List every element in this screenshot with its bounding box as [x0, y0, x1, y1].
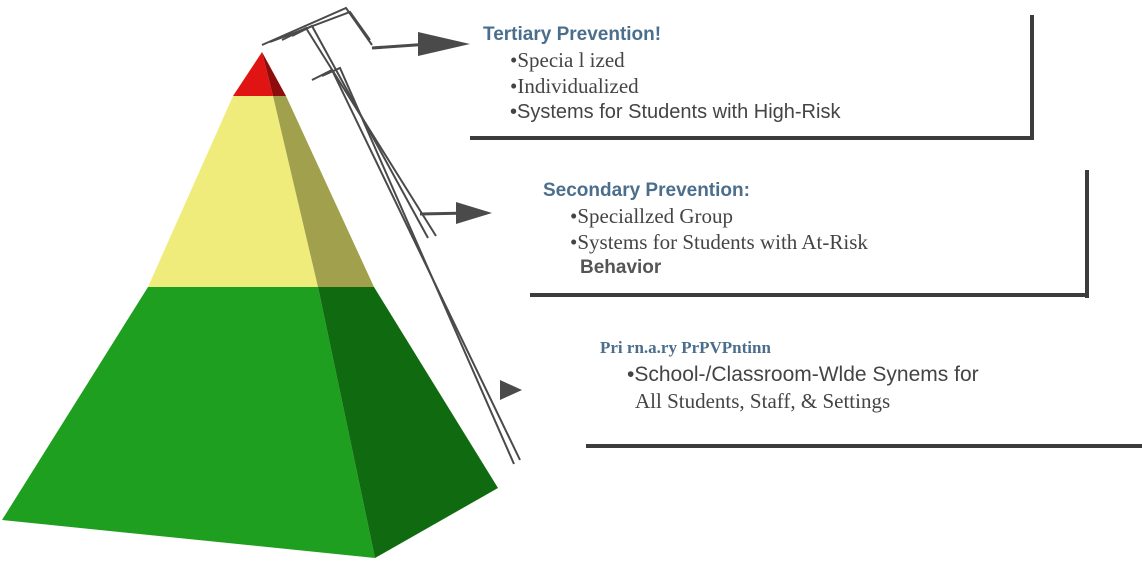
tertiary-item-2: •Individualized: [510, 74, 639, 98]
secondary-box-bottom-border: [530, 293, 1089, 297]
secondary-item-2: •Systems for Students with At-Risk: [570, 230, 868, 254]
arrow-primary-head: [500, 380, 522, 400]
primary-item-1: •School-/Classroom-Wlde Synems for: [627, 363, 979, 386]
tertiary-item-3: •Systems for Students with High-Risk: [510, 101, 841, 123]
pyramid-red-left: [233, 52, 273, 96]
secondary-box-right-border: [1085, 170, 1089, 298]
tertiary-item-1: •Specia l ized: [510, 48, 625, 72]
tertiary-box-right-border: [1030, 15, 1034, 139]
pyramid-red-right: [262, 52, 286, 96]
secondary-box: Secondary Prevention: •Speciallzed Group…: [543, 180, 1083, 281]
pyramid-yellow-left: [148, 96, 318, 287]
pyramid-yellow-right: [273, 96, 374, 287]
tertiary-heading: Tertiary Prevention!: [483, 24, 662, 45]
primary-item-2: All Students, Staff, & Settings: [635, 389, 891, 413]
pyramid-green-right: [318, 287, 498, 558]
tertiary-box-bottom-border: [470, 136, 1034, 140]
primary-heading: Pri rn.a.ry PrPVPntinn: [600, 338, 771, 357]
primary-box-bottom-border: [586, 444, 1142, 448]
secondary-heading: Secondary Prevention:: [543, 180, 750, 201]
bracket-secondary-inner: [291, 24, 429, 239]
pyramid-green-left: [2, 287, 375, 558]
tertiary-box: Tertiary Prevention! •Specia l ized •Ind…: [483, 24, 1028, 125]
arrow-tertiary-head: [418, 32, 470, 56]
primary-box: Pri rn.a.ry PrPVPntinn •School-/Classroo…: [600, 338, 1140, 414]
secondary-item-3: Behavior: [580, 257, 662, 278]
bracket-tertiary: [261, 6, 373, 46]
secondary-item-1: •Speciallzed Group: [570, 204, 734, 228]
arrow-secondary-head: [456, 202, 492, 224]
bracket-primary-inner: [321, 66, 515, 465]
bracket-primary: [311, 68, 521, 461]
